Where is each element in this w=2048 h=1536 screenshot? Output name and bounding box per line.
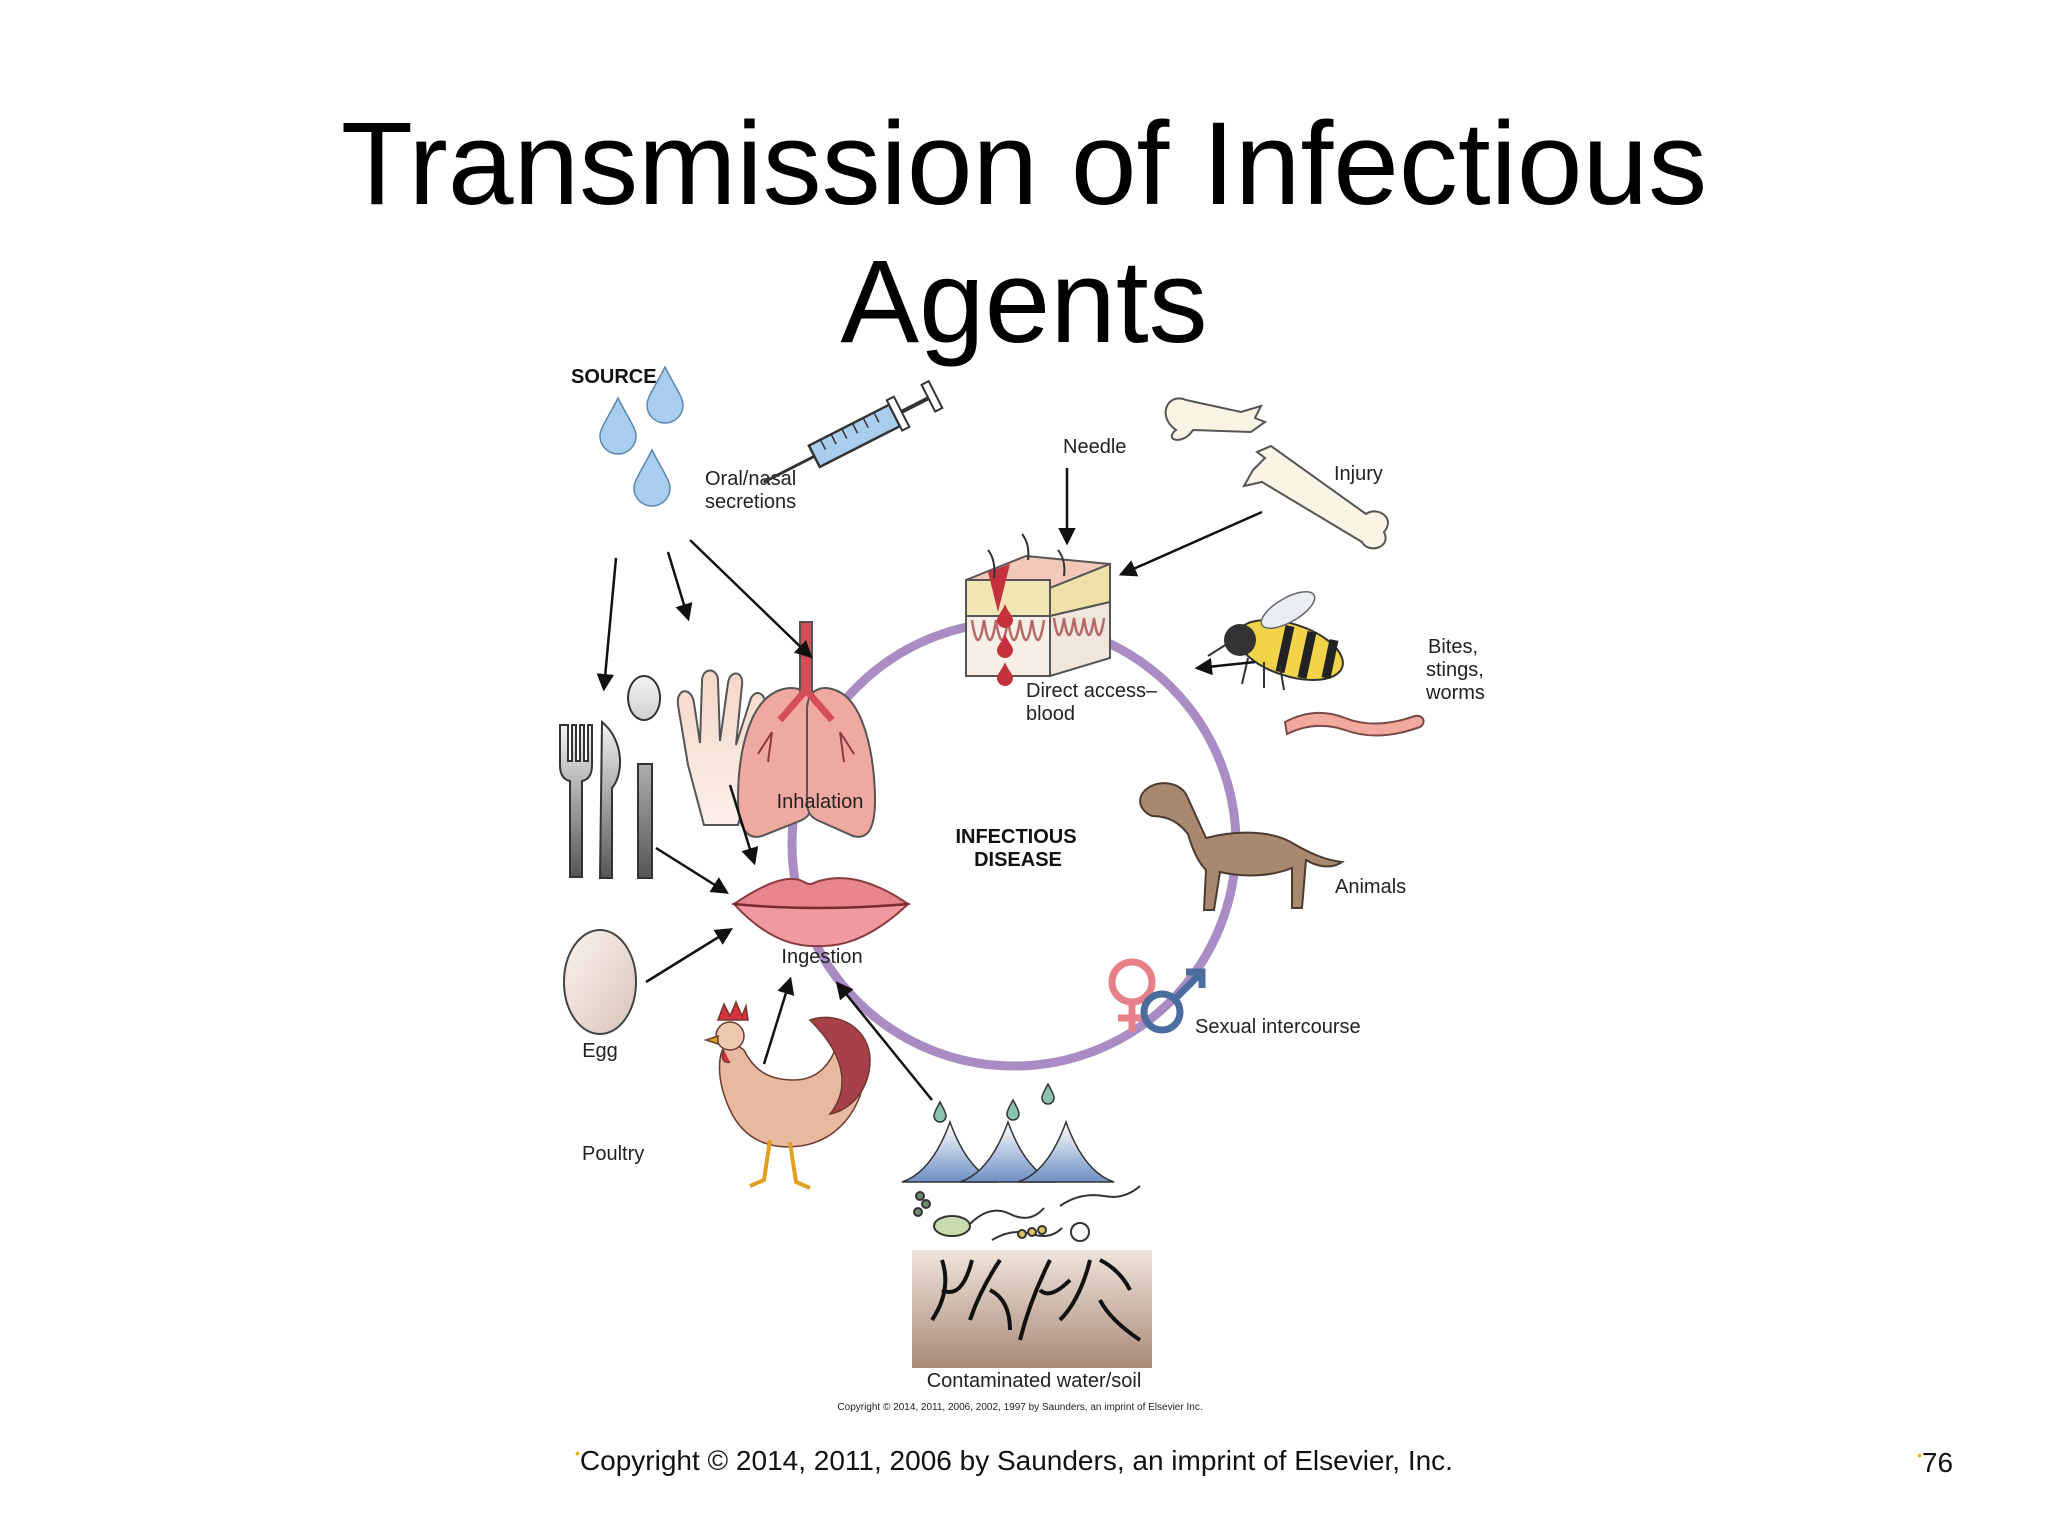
arrow-injury-to-skin (1118, 510, 1263, 577)
lungs-icon (736, 621, 877, 838)
title-line-2: Agents (840, 236, 1208, 368)
label-injury: Injury (1334, 463, 1383, 485)
broken-bone-icon (1164, 397, 1389, 550)
syringe-icon (762, 379, 944, 484)
arrow-drops-to-utensils (596, 557, 618, 692)
arrow-hand-to-lips (728, 784, 759, 866)
transmission-diagram: INFECTIOUS DISEASE SOURCE Oral/nasal sec… (540, 360, 1570, 1420)
arrows (596, 468, 1263, 1101)
egg-icon (563, 929, 637, 1035)
arrow-drops-to-lungs (689, 539, 813, 659)
arrow-bites-to-skin (1194, 657, 1256, 676)
arrow-utensils-to-lips (655, 846, 729, 894)
microbes-icon (913, 1185, 1141, 1242)
label-direct-access-2: blood (1026, 703, 1075, 725)
utensils-icon (559, 675, 662, 879)
source-label: SOURCE (571, 366, 657, 388)
arrow-water-to-lips (835, 981, 933, 1101)
image-copyright: Copyright © 2014, 2011, 2006, 2002, 1997… (837, 1402, 1202, 1413)
footer-copyright: •Copyright © 2014, 2011, 2006 by Saunder… (575, 1445, 1453, 1477)
label-bites-1: Bites, (1428, 636, 1478, 658)
arrow-egg-to-lips (645, 928, 733, 984)
diagram-svg: INFECTIOUS DISEASE SOURCE Oral/nasal sec… (559, 365, 1485, 1413)
water-drops-icon (599, 365, 684, 507)
bee-icon (1207, 591, 1344, 691)
worm-icon (1283, 711, 1425, 737)
label-bites-3: worms (1425, 682, 1485, 704)
page-number: •76 (1917, 1447, 1953, 1479)
label-egg: Egg (582, 1040, 618, 1062)
roots-icon (930, 1258, 1142, 1342)
gender-symbols-icon (1108, 958, 1206, 1034)
footer-copyright-text: Copyright © 2014, 2011, 2006 by Saunders… (579, 1445, 1453, 1476)
bullet-dot-icon: • (1917, 1447, 1922, 1463)
label-animals: Animals (1335, 876, 1406, 898)
lips-icon (731, 877, 911, 948)
dog-icon (1139, 782, 1345, 911)
label-oral-nasal-2: secretions (705, 491, 796, 513)
center-label-line-1: INFECTIOUS (955, 826, 1076, 848)
label-ingestion: Ingestion (781, 946, 862, 968)
label-poultry: Poultry (582, 1143, 644, 1165)
label-oral-nasal-1: Oral/nasal (705, 468, 796, 490)
page-number-text: 76 (1921, 1447, 1954, 1478)
rooster-icon (703, 1000, 871, 1190)
arrow-drops-to-hand (666, 551, 693, 622)
label-sexual: Sexual intercourse (1195, 1016, 1361, 1038)
slide-title: Transmission of Infectious Agents (0, 95, 2048, 371)
bullet-dot-icon: • (575, 1445, 580, 1461)
label-water-soil: Contaminated water/soil (927, 1370, 1142, 1392)
arrow-poultry-to-lips (762, 976, 795, 1065)
center-label-line-2: DISEASE (974, 849, 1062, 871)
label-inhalation: Inhalation (777, 791, 864, 813)
skin-cross-section-icon (965, 533, 1111, 686)
title-line-1: Transmission of Infectious (340, 98, 1708, 230)
label-bites-2: stings, (1426, 659, 1484, 681)
label-needle: Needle (1063, 436, 1126, 458)
water-waves-icon (901, 1082, 1115, 1183)
label-direct-access-1: Direct access– (1026, 680, 1158, 702)
soil-block (912, 1250, 1152, 1368)
